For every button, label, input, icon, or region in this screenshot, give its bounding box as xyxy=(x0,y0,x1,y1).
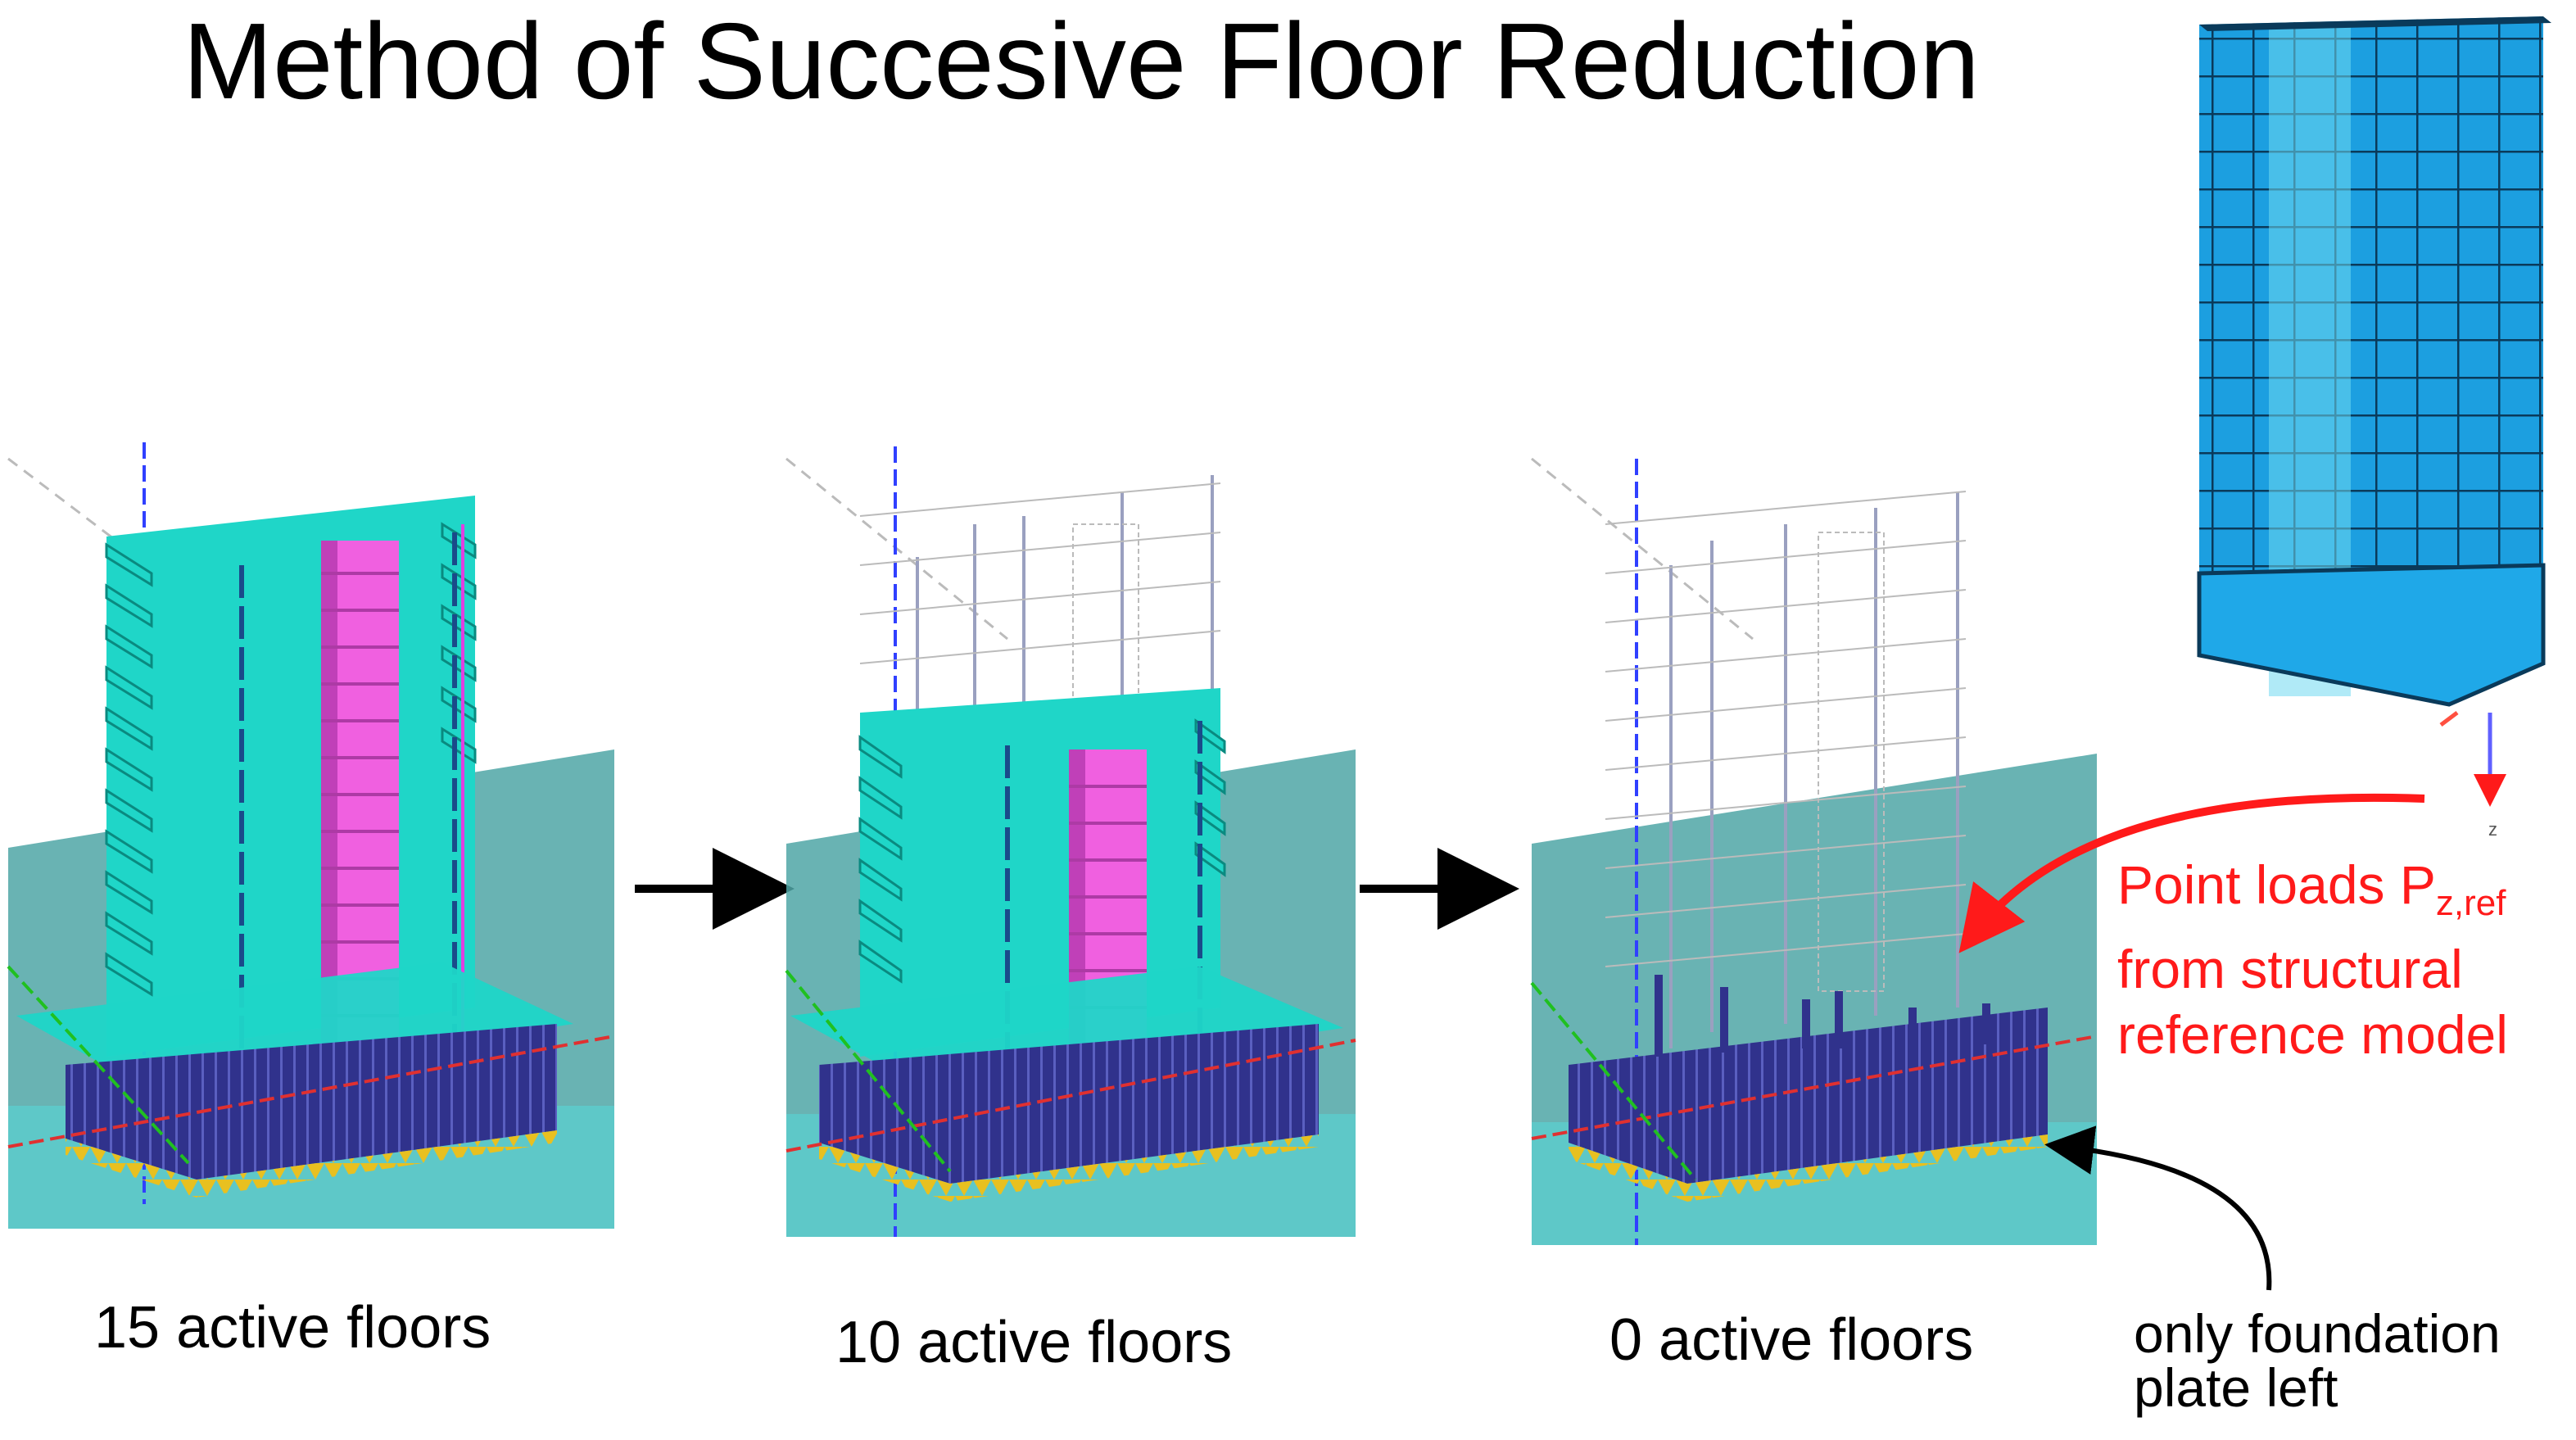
foundation-annotation: only foundation plate left xyxy=(2134,1306,2501,1415)
panel-3-model xyxy=(1530,457,2098,1245)
point-loads-annotation: Point loads Pz,ref from structural refer… xyxy=(2117,852,2508,1067)
axis-label-z: z xyxy=(2488,819,2497,840)
floor-edges-right xyxy=(1194,718,1226,877)
point-loads-line1: Point loads P xyxy=(2117,854,2436,915)
foundation-piles xyxy=(819,1024,1319,1184)
foundation-line1: only foundation xyxy=(2134,1303,2501,1364)
panel-3-caption: 0 active floors xyxy=(1609,1307,1974,1373)
point-loads-line3: reference model xyxy=(2117,1004,2508,1066)
inactive-frame xyxy=(1669,491,1959,1048)
point-load-bars xyxy=(1655,975,1990,1057)
page-title: Method of Succesive Floor Reduction xyxy=(183,1,1980,121)
foundation-pointer-arrow xyxy=(2044,1125,2272,1291)
inactive-frame xyxy=(916,475,1214,754)
foundation-supports xyxy=(1569,1134,2048,1202)
foundation-supports xyxy=(66,1130,557,1198)
panel-1-caption: 15 active floors xyxy=(94,1295,491,1361)
foundation-piles xyxy=(66,1024,557,1180)
foundation-piles xyxy=(1569,1008,2048,1184)
floor-edges-left xyxy=(858,735,903,984)
reference-model: z xyxy=(2197,16,2551,840)
foundation-line2: plate left xyxy=(2134,1357,2338,1418)
point-loads-subscript: z,ref xyxy=(2435,883,2506,924)
load-transfer-arrow xyxy=(1958,793,2425,953)
panel-2-model xyxy=(785,446,1356,1237)
foundation-supports xyxy=(819,1134,1319,1202)
point-loads-line2: from structural xyxy=(2117,939,2463,1000)
panel-2-caption: 10 active floors xyxy=(835,1310,1233,1375)
floor-edges-left xyxy=(105,542,153,997)
panel-1-model xyxy=(7,442,615,1229)
